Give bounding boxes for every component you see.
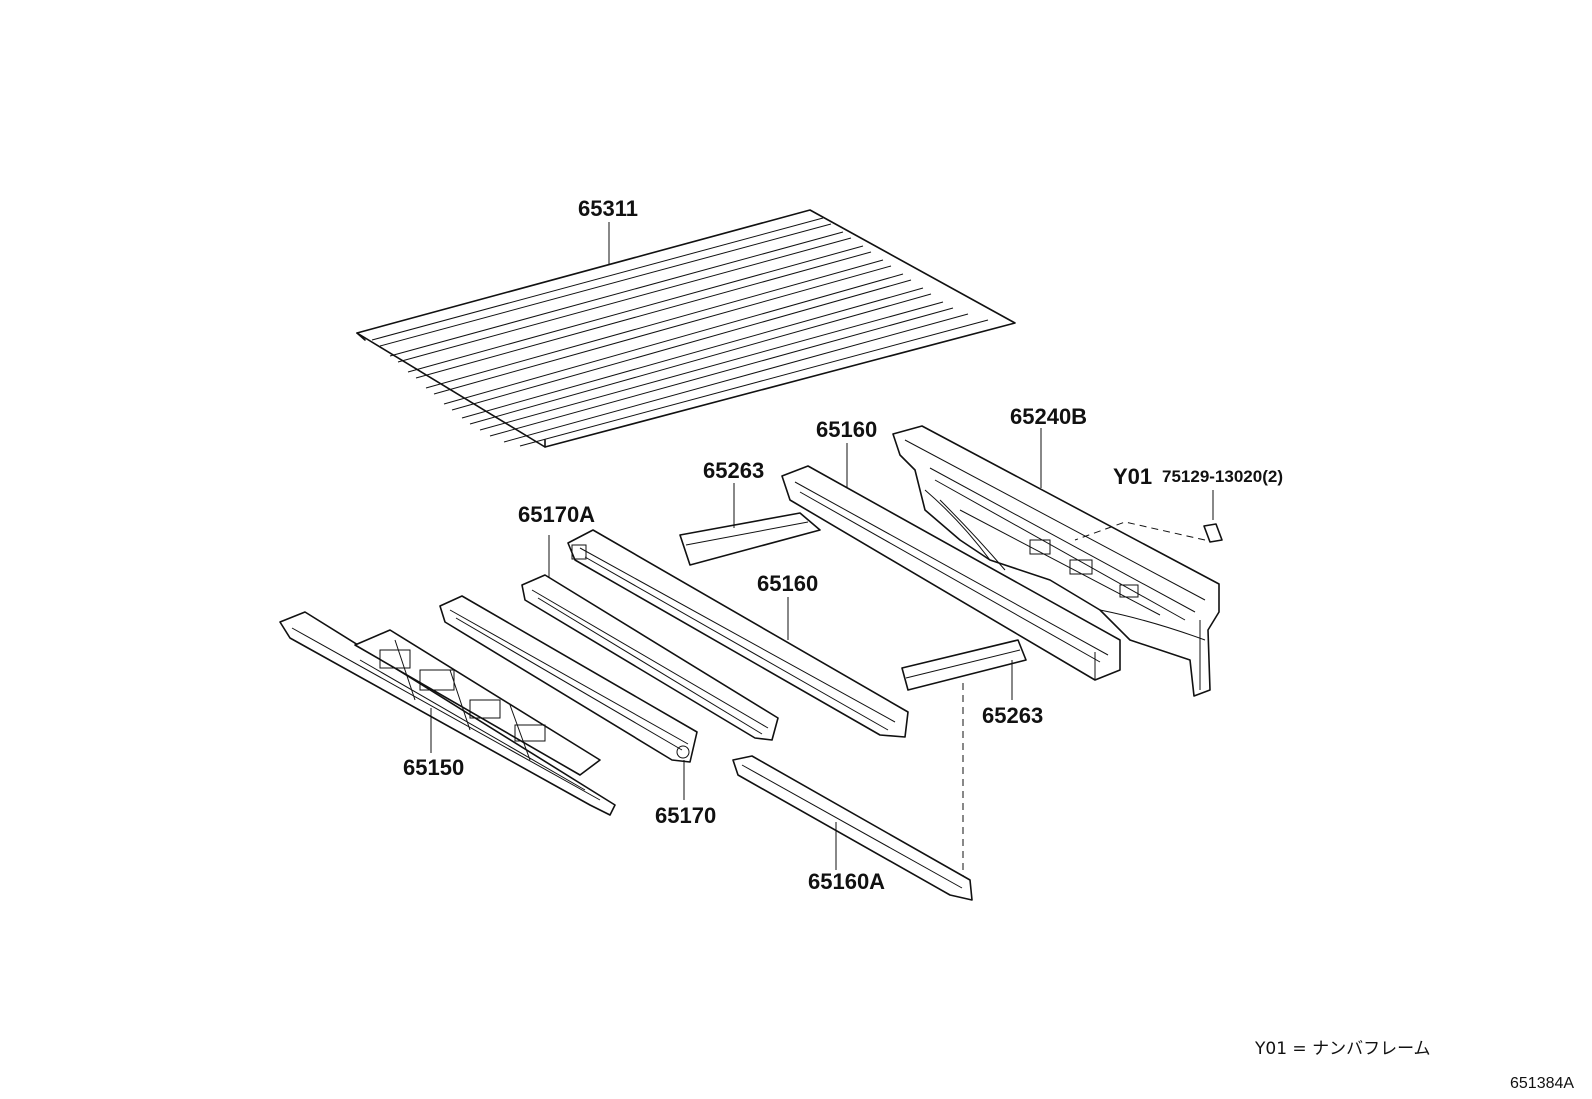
frame-rail-65170A[interactable] [521,574,779,741]
legend-note: Y01 = ナンバフレーム [1255,1039,1431,1059]
rear-cross-member-65240B[interactable] [892,425,1220,697]
label-65150: 65150 [403,755,464,780]
label-65170A: 65170A [518,502,595,527]
side-member-65160-upper[interactable] [781,465,1121,681]
crossmember-assembly-65150[interactable] [279,611,616,816]
label-65170: 65170 [655,803,716,828]
bracket-65263-upper[interactable] [679,512,821,566]
fastener-part-number: 75129-13020(2) [1162,467,1283,486]
label-65311: 65311 [578,196,638,221]
dashed-leader-fastener [1074,521,1206,541]
label-65263-upper: 65263 [703,458,764,483]
fastener-code: Y01 [1113,464,1152,489]
nut-frame-fastener[interactable] [1203,523,1223,543]
frame-rail-65170[interactable] [439,595,698,763]
side-member-65160-mid[interactable] [567,529,909,738]
label-65160A: 65160A [808,869,885,894]
label-65240B: 65240B [1010,404,1087,429]
label-65160-upper: 65160 [816,417,877,442]
label-65160-mid: 65160 [757,571,818,596]
bracket-65263-lower[interactable] [901,639,1027,691]
diagram-id: 651384A [1510,1075,1575,1092]
floor-panel-65311[interactable] [356,209,1016,448]
label-65263-lower: 65263 [982,703,1043,728]
side-member-65160A[interactable] [732,755,973,901]
